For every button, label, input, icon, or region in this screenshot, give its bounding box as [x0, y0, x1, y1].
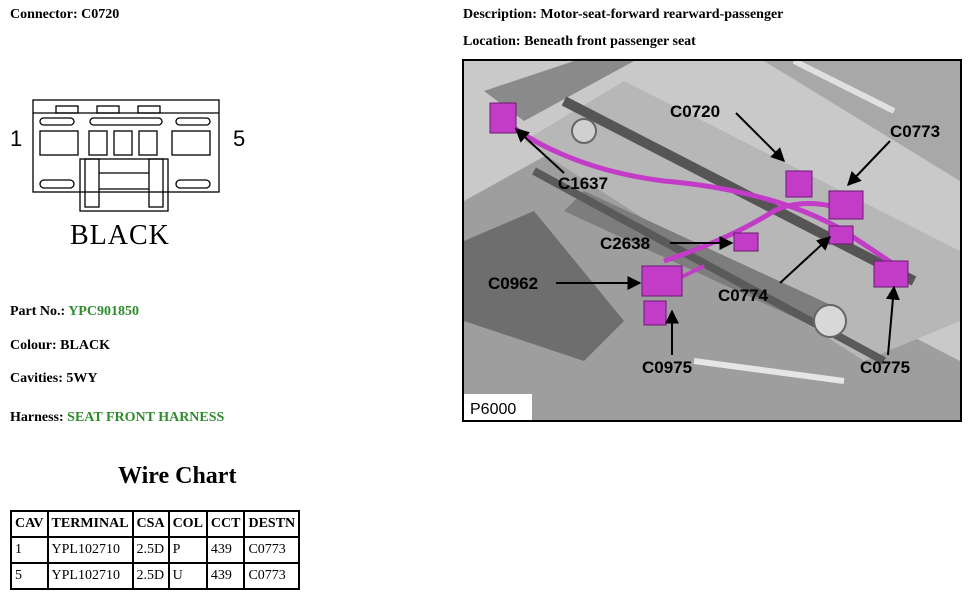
harness-label: Harness:	[10, 410, 64, 425]
cell-col: U	[167, 562, 208, 590]
header-destn: DESTN	[243, 510, 301, 538]
callout-c0775: C0775	[860, 285, 910, 377]
callout-c1637: C1637	[514, 128, 608, 193]
svg-text:C1637: C1637	[558, 174, 608, 193]
svg-text:C0773: C0773	[890, 122, 940, 141]
callout-c2638: C2638	[600, 234, 734, 253]
cell-csa: 2.5D	[131, 536, 170, 564]
cell-terminal: YPL102710	[46, 536, 134, 564]
callout-c0975: C0975	[642, 309, 692, 377]
cell-destn: C0773	[243, 536, 301, 564]
header-cav: CAV	[10, 510, 49, 538]
header-csa: CSA	[131, 510, 170, 538]
location-value: Beneath front passenger seat	[524, 34, 696, 49]
part-number-row: Part No.: YPC901850	[10, 304, 139, 320]
cell-cct: 439	[205, 562, 246, 590]
connector-face-drawing	[32, 99, 220, 212]
cell-col: P	[167, 536, 208, 564]
wire-chart-header-row: CAV TERMINAL CSA COL CCT DESTN	[10, 510, 301, 538]
header-terminal: TERMINAL	[46, 510, 134, 538]
harness-link[interactable]: SEAT FRONT HARNESS	[67, 410, 225, 425]
wire-chart-table: CAV TERMINAL CSA COL CCT DESTN 1 YPL1027…	[10, 510, 301, 590]
seat-frame-illustration: C0720 C0773 C1637 C2638 C0962 C0774 C097…	[464, 61, 960, 420]
svg-text:C0774: C0774	[718, 286, 769, 305]
colour-row: Colour: BLACK	[10, 338, 110, 354]
callout-c0962: C0962	[488, 274, 642, 293]
wire-chart-title: Wire Chart	[118, 463, 237, 489]
svg-text:C0775: C0775	[860, 358, 910, 377]
pin-number-left: 1	[10, 126, 23, 151]
cell-cav: 5	[10, 562, 49, 590]
description-label: Description:	[463, 7, 537, 22]
cell-terminal: YPL102710	[46, 562, 134, 590]
connector-id: C0720	[81, 7, 120, 22]
table-row: 5 YPL102710 2.5D U 439 C0773	[10, 562, 301, 590]
svg-text:C0962: C0962	[488, 274, 538, 293]
harness-row: Harness: SEAT FRONT HARNESS	[10, 410, 224, 426]
part-number-label: Part No.:	[10, 304, 66, 319]
callout-c0720: C0720	[670, 102, 785, 162]
figure-code: P6000	[470, 401, 516, 418]
cavities-row: Cavities: 5WY	[10, 371, 98, 387]
connector-title: Connector: C0720	[10, 7, 119, 23]
cell-csa: 2.5D	[131, 562, 170, 590]
cavities-value: 5WY	[66, 371, 98, 386]
callout-c0773: C0773	[847, 122, 940, 187]
connector-location-figure: C0720 C0773 C1637 C2638 C0962 C0774 C097…	[462, 59, 962, 422]
cavities-label: Cavities:	[10, 371, 63, 386]
pin-number-right: 5	[233, 126, 246, 151]
table-row: 1 YPL102710 2.5D P 439 C0773	[10, 536, 301, 564]
description-value: Motor-seat-forward rearward-passenger	[540, 7, 784, 22]
svg-text:C2638: C2638	[600, 234, 650, 253]
colour-value: BLACK	[60, 338, 110, 353]
cell-cct: 439	[205, 536, 246, 564]
location-label: Location:	[463, 34, 521, 49]
description-row: Description: Motor-seat-forward rearward…	[463, 7, 783, 23]
part-number-link[interactable]: YPC901850	[68, 304, 139, 319]
header-cct: CCT	[205, 510, 246, 538]
svg-text:C0720: C0720	[670, 102, 720, 121]
callout-c0774: C0774	[718, 236, 832, 305]
cell-destn: C0773	[243, 562, 301, 590]
connector-colour-caption: BLACK	[70, 220, 170, 251]
svg-text:C0975: C0975	[642, 358, 692, 377]
connector-label: Connector:	[10, 7, 78, 22]
header-col: COL	[167, 510, 208, 538]
colour-label: Colour:	[10, 338, 57, 353]
location-row: Location: Beneath front passenger seat	[463, 34, 696, 50]
cell-cav: 1	[10, 536, 49, 564]
